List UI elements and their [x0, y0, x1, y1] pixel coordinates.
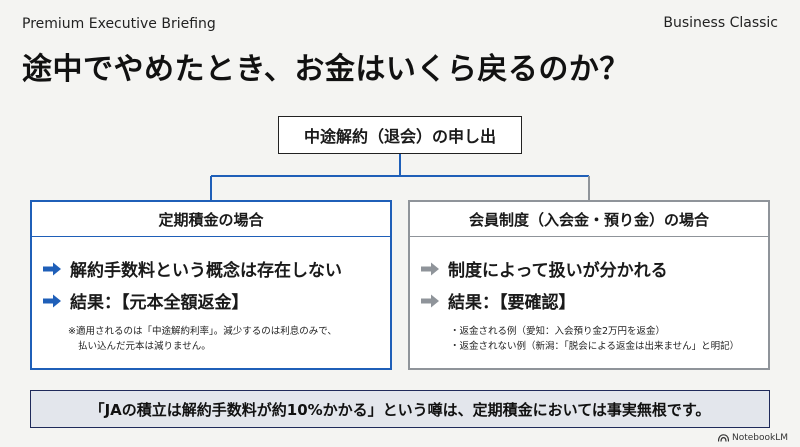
brand-left: Premium Executive Briefing [22, 16, 216, 32]
right-note: ・返金される例（愛知：入会預り金2万円を返金） ・返金されない例（新潟：「脱会に… [450, 324, 768, 354]
page-title: 途中でやめたとき、お金はいくら戻るのか？ [22, 52, 630, 87]
left-point-text: 結果：【元本全額返金】 [70, 293, 249, 313]
left-point: 結果：【元本全額返金】 [42, 287, 390, 314]
left-points: 解約手数料という概念は存在しない 結果：【元本全額返金】 [32, 237, 390, 314]
top-box: 中途解約（退会）の申し出 [278, 116, 522, 154]
right-point: 結果：【要確認】 [420, 287, 768, 314]
notebooklm-logo-icon [717, 434, 730, 442]
left-note-line: ※適用されるのは「中途解約利率」。減少するのは利息のみで、 [68, 326, 337, 337]
arrow-right-icon [420, 262, 440, 276]
arrow-right-icon [42, 262, 62, 276]
right-point: 制度によって扱いが分かれる [420, 255, 768, 282]
right-note-line: ・返金されない例（新潟：「脱会による返金は出来ません」と明記） [450, 341, 740, 352]
brand-right: Business Classic [663, 15, 778, 31]
right-note-line: ・返金される例（愛知：入会預り金2万円を返金） [450, 326, 666, 337]
footer: NotebookLM [717, 433, 788, 443]
right-heading: 会員制度（入会金・預り金）の場合 [410, 202, 768, 237]
right-point-text: 結果：【要確認】 [448, 293, 576, 313]
left-note: ※適用されるのは「中途解約利率」。減少するのは利息のみで、 払い込んだ元本は減り… [68, 324, 390, 354]
left-point: 解約手数料という概念は存在しない [42, 255, 390, 282]
arrow-right-icon [42, 294, 62, 308]
right-column: 会員制度（入会金・預り金）の場合 制度によって扱いが分かれる 結果：【要確認】 … [408, 200, 770, 370]
right-points: 制度によって扱いが分かれる 結果：【要確認】 [410, 237, 768, 314]
footer-text: NotebookLM [731, 433, 788, 443]
right-point-text: 制度によって扱いが分かれる [448, 261, 668, 281]
left-point-text: 解約手数料という概念は存在しない [70, 261, 342, 281]
left-note-line: 払い込んだ元本は減りません。 [78, 341, 211, 352]
summary-banner: 「JAの積立は解約手数料が約10%かかる」という噂は、定期積金においては事実無根… [30, 390, 770, 428]
left-column: 定期積金の場合 解約手数料という概念は存在しない 結果：【元本全額返金】 ※適用… [30, 200, 392, 370]
left-heading: 定期積金の場合 [32, 202, 390, 237]
arrow-right-icon [420, 294, 440, 308]
